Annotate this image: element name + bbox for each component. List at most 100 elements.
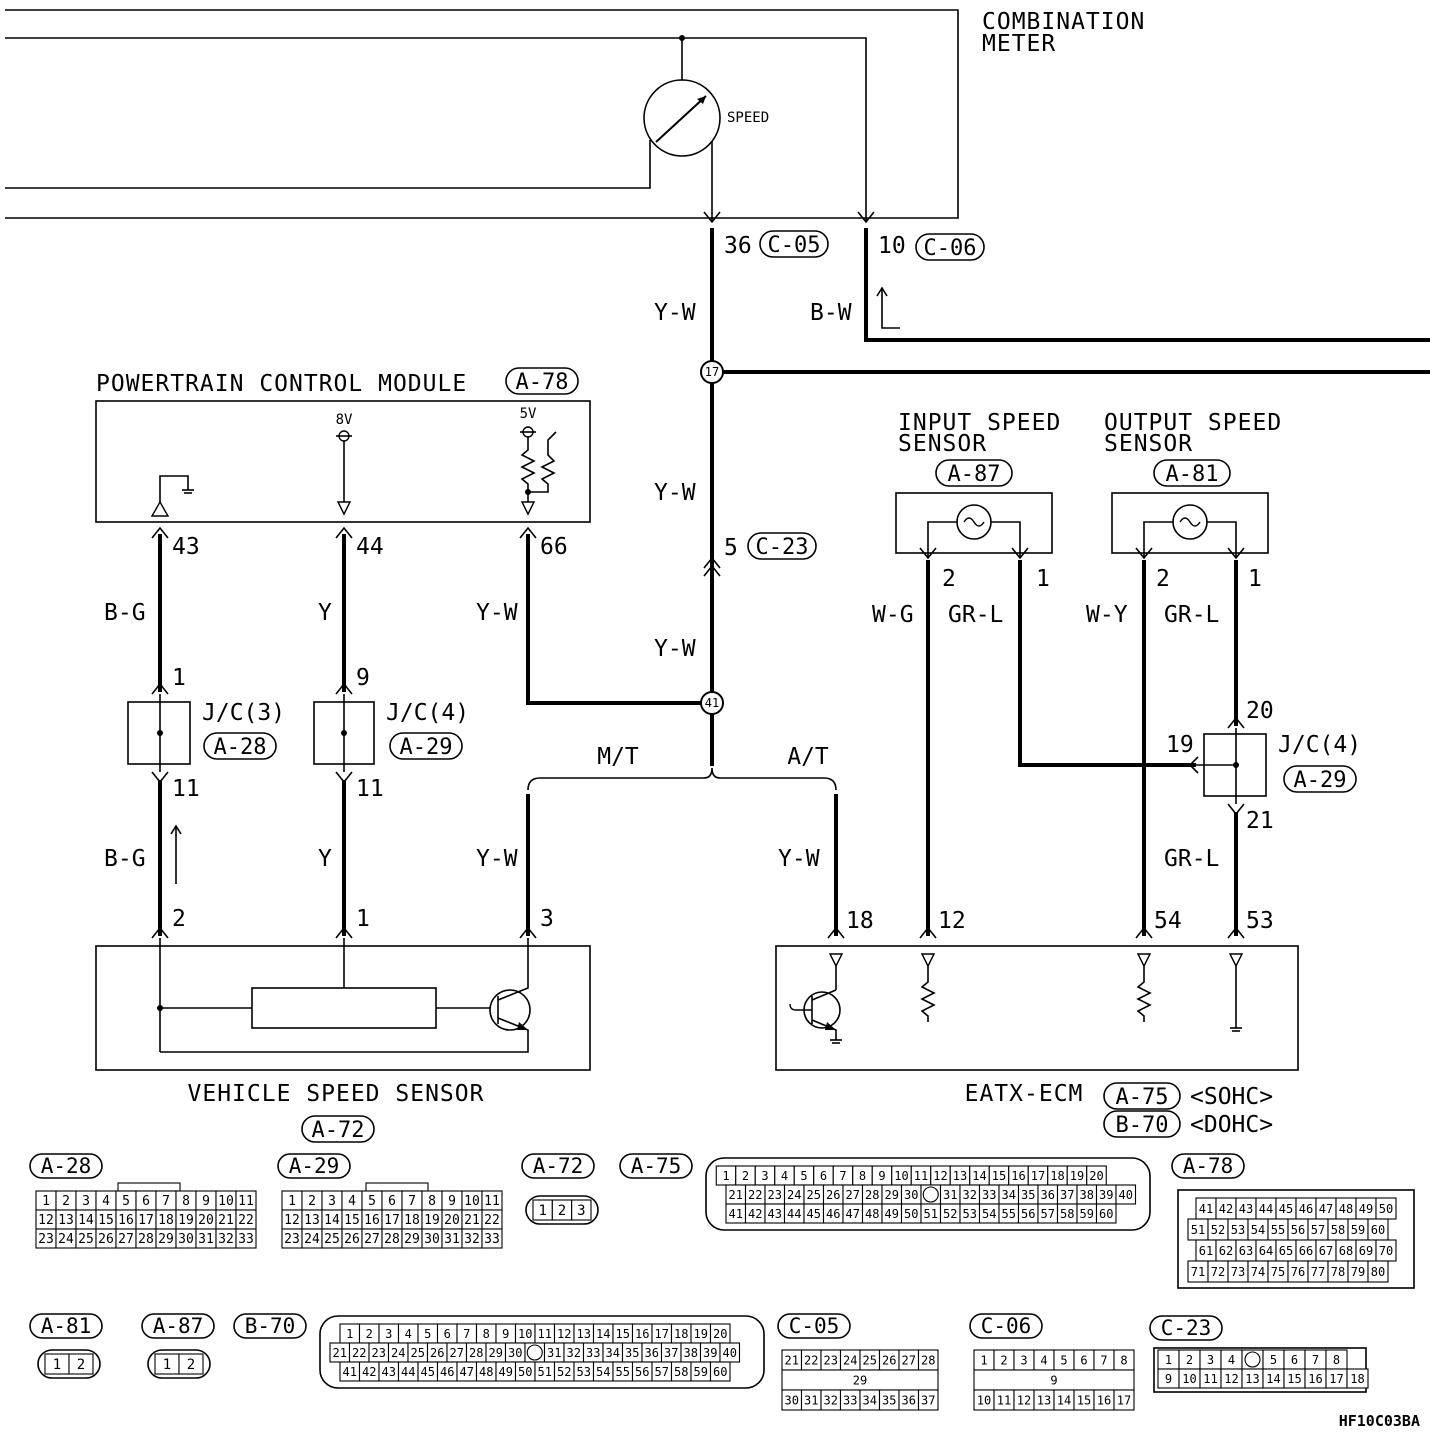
a75-pin-30: 30 — [904, 1188, 918, 1202]
a28-pin-5: 5 — [122, 1194, 130, 1209]
b70-pin-10: 10 — [518, 1327, 532, 1341]
a78-pin-78: 78 — [1331, 1265, 1345, 1279]
a29-pin-1: 1 — [288, 1194, 296, 1209]
c06-pin-1: 1 — [980, 1353, 987, 1367]
c05-pin-33: 33 — [843, 1393, 857, 1407]
b70-pin-24: 24 — [391, 1346, 405, 1360]
a75-pin-48: 48 — [865, 1207, 879, 1221]
c23-view-tag: C-23 — [1161, 1316, 1212, 1340]
c23-pin-number: 5 — [724, 535, 738, 561]
a75-pin-11: 11 — [914, 1169, 928, 1183]
auto-transmission-branch-label: A/T — [787, 744, 829, 770]
b70-view-tag-outline — [233, 1313, 307, 1339]
a78-pin-53: 53 — [1231, 1223, 1245, 1237]
signal-flow-arrow — [881, 288, 900, 329]
c06-pin-5: 5 — [1060, 1353, 1067, 1367]
a29-pin-21: 21 — [464, 1213, 480, 1228]
output-sensor-tag-outline — [1153, 459, 1231, 487]
wire-color-grl-input: GR-L — [948, 602, 1003, 628]
a29-pin-25: 25 — [324, 1232, 340, 1247]
ecm-pin-53: 53 — [1246, 908, 1274, 934]
c05-pin-22: 22 — [804, 1353, 818, 1367]
pcm-pin-43: 43 — [172, 534, 200, 560]
b70-pin-20: 20 — [713, 1327, 727, 1341]
a72-pin-2: 2 — [558, 1203, 566, 1219]
a78-pin-80: 80 — [1371, 1265, 1385, 1279]
a78-pin-79: 79 — [1351, 1265, 1365, 1279]
output-sensor-pin-1: 1 — [1248, 566, 1262, 592]
c06-pin-17: 17 — [1117, 1393, 1131, 1407]
output-sensor-title-2: SENSOR — [1104, 431, 1193, 457]
c05-pin-30: 30 — [785, 1393, 799, 1407]
c05-pin-26: 26 — [882, 1353, 896, 1367]
a78-pin-62: 62 — [1219, 1244, 1233, 1258]
pcm-8v-label: 8V — [336, 412, 353, 428]
a29-pin-2: 2 — [308, 1194, 316, 1209]
pcm-title: POWERTRAIN CONTROL MODULE — [96, 371, 467, 397]
a75-pin-16: 16 — [1011, 1169, 1025, 1183]
a29-pin-33: 33 — [484, 1232, 500, 1247]
a29-pin-10: 10 — [464, 1194, 480, 1209]
b70-pin-28: 28 — [469, 1346, 483, 1360]
b70-pin-33: 33 — [586, 1346, 600, 1360]
a78-pin-69: 69 — [1359, 1244, 1373, 1258]
jc4b-label: J/C(4) — [1278, 732, 1361, 758]
eatx-tag1-outline — [1103, 1082, 1181, 1110]
a75-cavity — [1095, 1203, 1117, 1224]
a75-pin-40: 40 — [1119, 1188, 1133, 1202]
a75-pin-58: 58 — [1060, 1207, 1074, 1221]
junction-41 — [700, 691, 724, 715]
a29-pin-17: 17 — [384, 1213, 400, 1228]
b70-pin-53: 53 — [577, 1365, 591, 1379]
c23-pin-11: 11 — [1203, 1372, 1217, 1386]
input-sensor-title-1: INPUT SPEED — [898, 410, 1061, 436]
c06-pin-8: 8 — [1120, 1353, 1127, 1367]
a78-pin-72: 72 — [1211, 1265, 1225, 1279]
b70-view-tag: B-70 — [245, 1314, 296, 1338]
a75-pin-47: 47 — [846, 1207, 860, 1221]
a28-pin-30: 30 — [178, 1232, 194, 1247]
c23-pin-17: 17 — [1329, 1372, 1343, 1386]
a78-pin-64: 64 — [1259, 1244, 1273, 1258]
c23-pin-3: 3 — [1207, 1353, 1214, 1367]
joint-connector-3: 1 11 J/C(3) A-28 — [127, 665, 285, 802]
c05-pin-25: 25 — [863, 1353, 877, 1367]
a28-pin-14: 14 — [78, 1213, 94, 1228]
c23-pin-4: 4 — [1228, 1353, 1235, 1367]
a72-cavity — [571, 1199, 592, 1221]
b70-pin-51: 51 — [538, 1365, 552, 1379]
a78-pin-54: 54 — [1251, 1223, 1265, 1237]
c06-pin-12: 12 — [1017, 1393, 1031, 1407]
joint-connector-4-left: 9 11 J/C(4) A-29 — [313, 665, 469, 802]
c23-pin-7: 7 — [1312, 1353, 1319, 1367]
c06-tag-outline — [915, 233, 985, 261]
c05-pin-35: 35 — [882, 1393, 896, 1407]
a28-pin-22: 22 — [238, 1213, 254, 1228]
jc4b-pin-21: 21 — [1246, 808, 1274, 834]
junction-41-label: 41 — [705, 696, 719, 710]
a75-pin-55: 55 — [1002, 1207, 1016, 1221]
vss-connector-tag: A-72 — [312, 1118, 365, 1143]
b70-pin-8: 8 — [483, 1327, 490, 1341]
wire-color-yw-1: Y-W — [654, 300, 696, 326]
a29-pin-28: 28 — [384, 1232, 400, 1247]
a28-pin-15: 15 — [98, 1213, 114, 1228]
a72-pin-1: 1 — [538, 1203, 546, 1219]
c05-view-tag: C-05 — [789, 1314, 840, 1338]
b70-pin-56: 56 — [635, 1365, 649, 1379]
a72-view-tag-outline — [521, 1153, 595, 1179]
a28-pin-3: 3 — [82, 1194, 90, 1209]
a75-pin-18: 18 — [1050, 1169, 1064, 1183]
a75-pin-21: 21 — [729, 1188, 743, 1202]
a81-pin-2: 2 — [77, 1357, 85, 1373]
a29-pin-13: 13 — [304, 1213, 320, 1228]
output-sensor-connector-tag: A-81 — [1166, 462, 1219, 487]
eatx-connector-tag-sohc: A-75 — [1116, 1085, 1169, 1110]
input-sensor-connector-tag: A-87 — [948, 462, 1001, 487]
input-speed-sensor: INPUT SPEED SENSOR A-87 — [895, 410, 1061, 560]
a75-pin-43: 43 — [768, 1207, 782, 1221]
b70-pin-15: 15 — [616, 1327, 630, 1341]
pcm-5v-label: 5V — [520, 406, 537, 422]
a75-pin-32: 32 — [963, 1188, 977, 1202]
c23-pin-13: 13 — [1245, 1372, 1259, 1386]
